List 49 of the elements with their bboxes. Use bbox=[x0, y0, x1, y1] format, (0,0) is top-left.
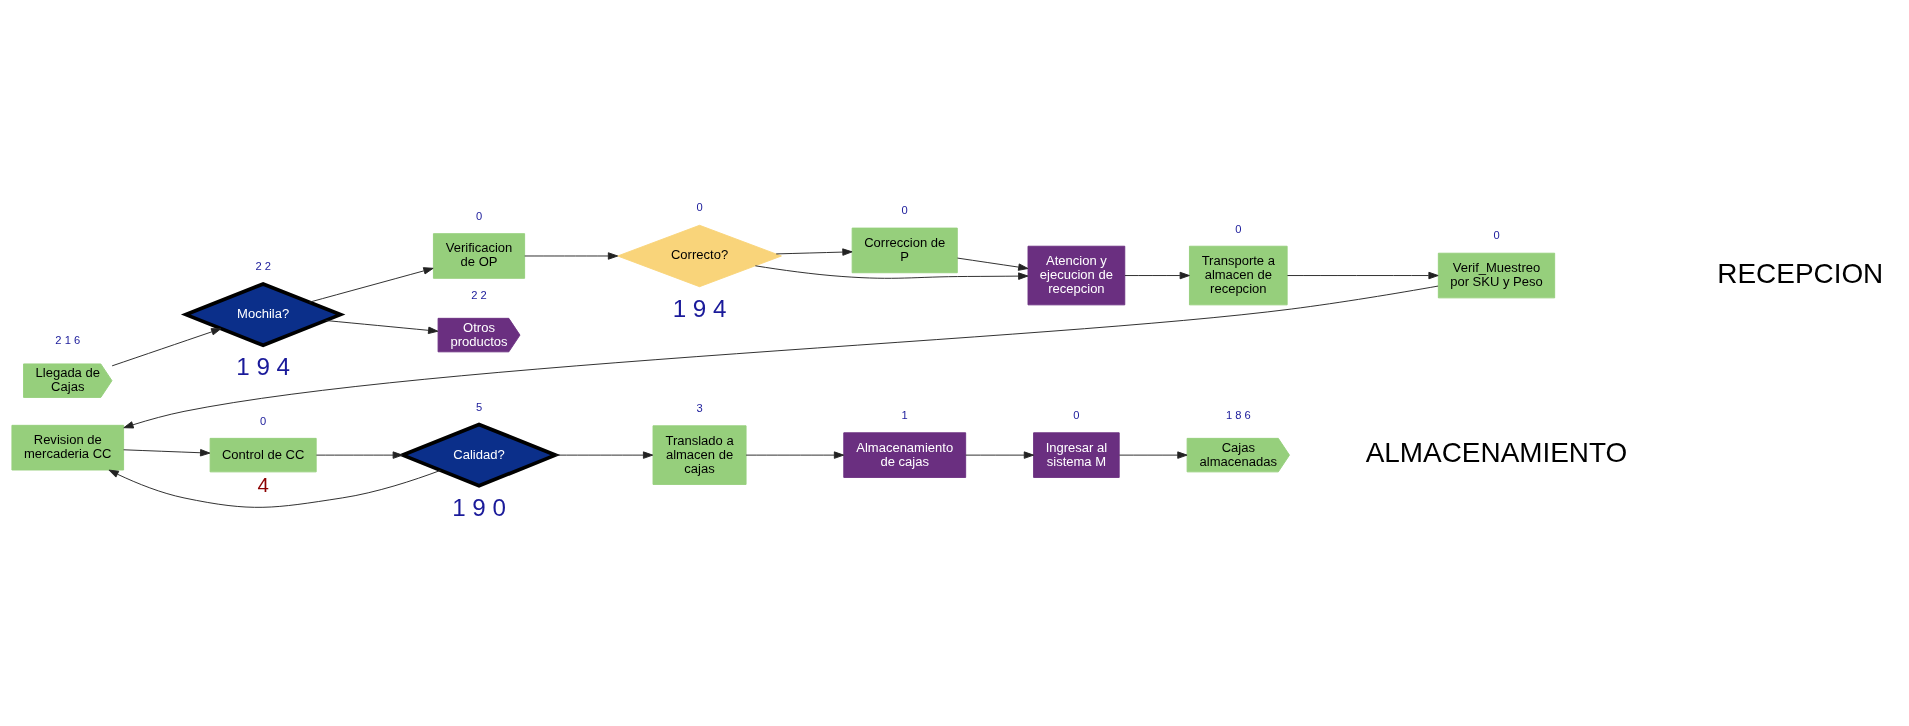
node-label: 0 bbox=[1073, 408, 1080, 421]
node-label: 2 1 6 bbox=[55, 334, 81, 347]
node-box: Verificacion de OP bbox=[432, 233, 526, 279]
arrow bbox=[754, 265, 1029, 280]
node-label: 1 9 4 bbox=[236, 353, 291, 381]
node-label: 0 bbox=[475, 209, 483, 222]
arrow bbox=[745, 451, 845, 459]
node-label: 0 bbox=[696, 201, 703, 214]
arrow bbox=[315, 451, 403, 459]
node-label: 1 8 6 bbox=[1225, 408, 1251, 421]
node-box: Correccion de P bbox=[851, 227, 958, 274]
arrow bbox=[108, 469, 441, 508]
node-box: Verif_Muestreo por SKU y Peso bbox=[1437, 252, 1556, 299]
label: RECEPCION bbox=[1717, 257, 1884, 289]
arrow bbox=[123, 285, 1439, 429]
node-box: Translado a almacen de cajas bbox=[652, 425, 747, 485]
node-box: Atencion y ejecucion de recepcion bbox=[1027, 245, 1126, 306]
node-label: 0 bbox=[1493, 229, 1500, 242]
arrow bbox=[555, 451, 654, 459]
arrow bbox=[957, 257, 1029, 271]
arrow bbox=[1286, 271, 1439, 280]
arrow bbox=[1124, 271, 1190, 280]
arrow bbox=[775, 248, 853, 256]
node-box: Revision de mercaderia CC bbox=[11, 424, 125, 471]
node-label: 3 bbox=[696, 402, 703, 415]
node-label: 1 9 4 bbox=[672, 294, 727, 322]
node-box: Almacenamiento de cajas bbox=[843, 432, 967, 478]
node-diamond: Correcto? bbox=[617, 224, 782, 288]
arrow bbox=[965, 451, 1035, 459]
node-label: 0 bbox=[901, 204, 908, 217]
node-label: 1 bbox=[901, 408, 908, 421]
node-label: 0 bbox=[1235, 222, 1242, 235]
arrow bbox=[325, 320, 439, 335]
node-label: 5 bbox=[475, 400, 483, 413]
node-diamond: Mochila? bbox=[180, 281, 346, 348]
node-box: Ingresar al sistema M bbox=[1033, 432, 1120, 478]
arrow bbox=[524, 252, 619, 260]
node-box: Control de CC bbox=[209, 437, 317, 473]
arrow bbox=[1118, 451, 1188, 459]
node-label: 2 2 bbox=[471, 288, 487, 301]
node-label: 2 2 bbox=[255, 260, 271, 273]
node-label: 0 bbox=[260, 414, 267, 427]
edge-label: 4 bbox=[257, 472, 269, 496]
node-label: 1 9 0 bbox=[452, 493, 506, 521]
arrow bbox=[111, 328, 222, 367]
arrow bbox=[309, 267, 434, 303]
label: ALMACENAMIENTO bbox=[1365, 437, 1628, 469]
node-box: Transporte a almacen de recepcion bbox=[1189, 245, 1288, 306]
arrow bbox=[123, 449, 211, 457]
